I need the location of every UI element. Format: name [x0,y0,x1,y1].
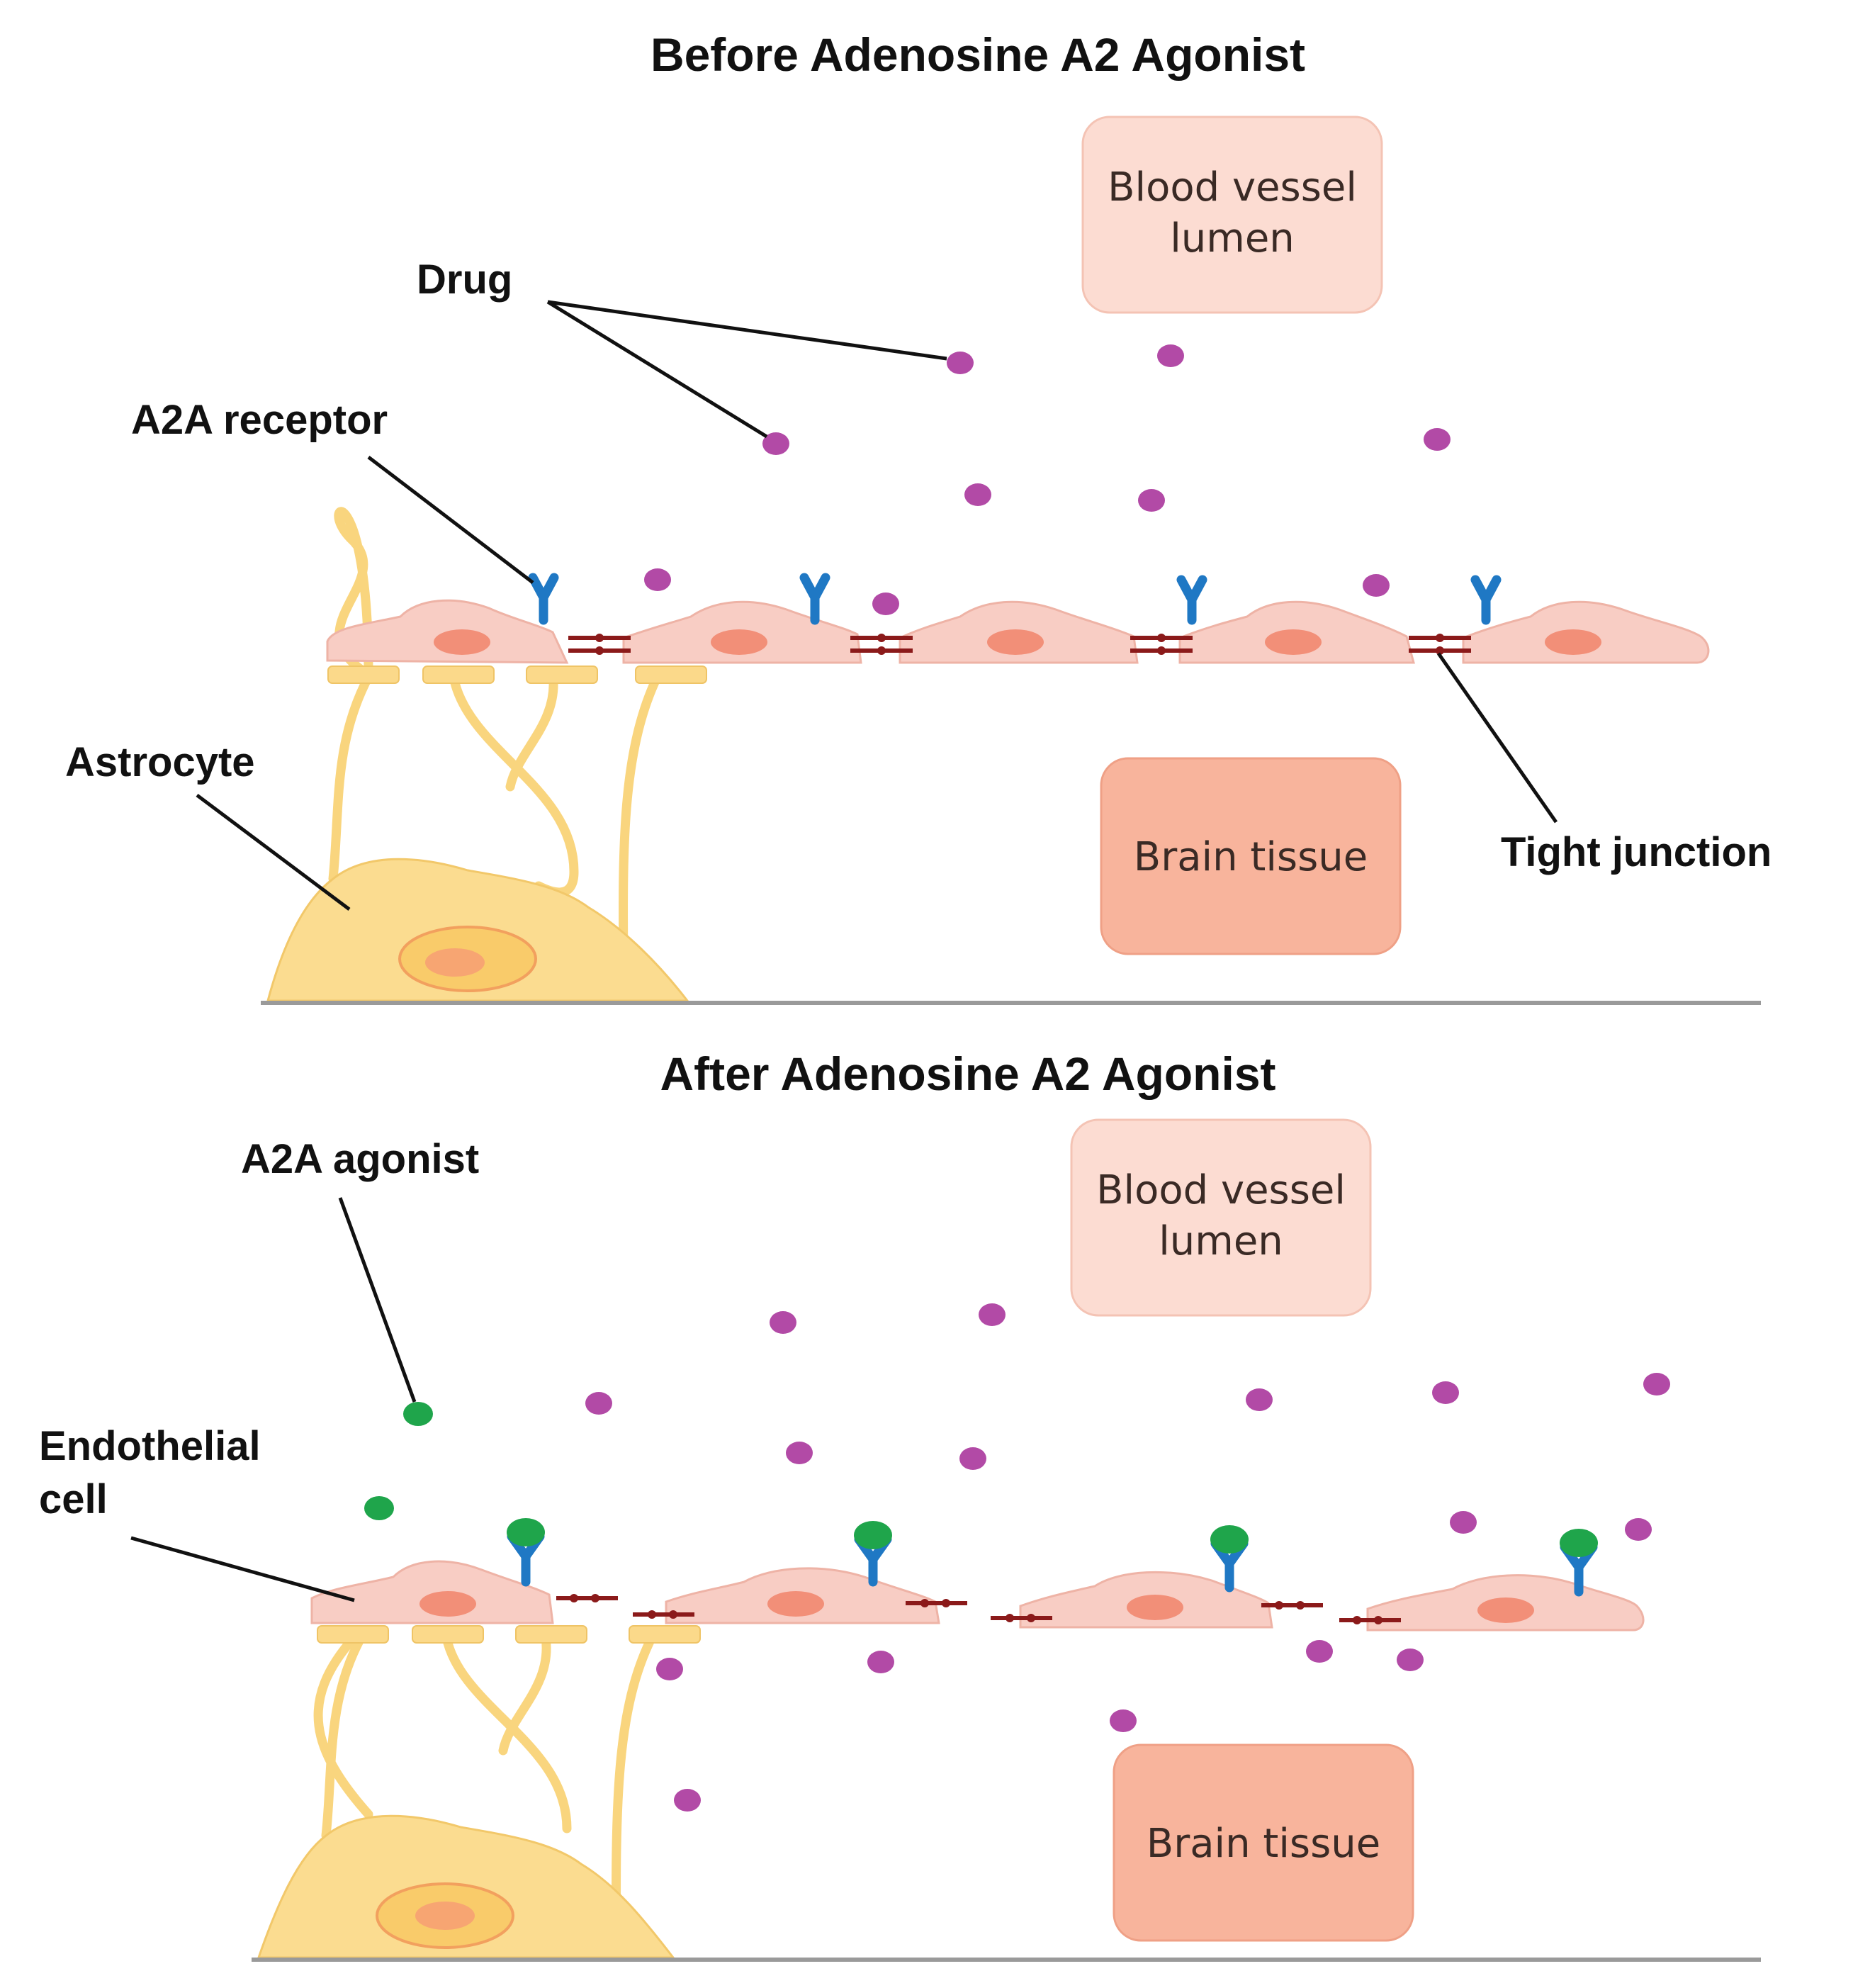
drug-molecule-icon [1432,1381,1459,1404]
bound-receptor-icon [1560,1529,1598,1597]
drug-molecule-icon [979,1303,1006,1326]
drug-molecule-icon [1450,1511,1477,1534]
brain-tissue-label: Brain tissue [1147,1821,1380,1867]
bound-receptor-icon [507,1518,545,1587]
panel-title-after: After Adenosine A2 Agonist [660,1048,1275,1100]
tight-junction [633,1610,694,1619]
drug-molecule-icon [867,1651,894,1673]
leader-line [338,1197,417,1403]
tight-junction [1261,1601,1323,1610]
a2a-receptors-bound-after [507,1518,1598,1597]
drug-molecules-after [585,1303,1670,1812]
tight-junction [556,1594,618,1602]
drug-molecule-icon [1246,1388,1273,1411]
lumen-box-before: Blood vessel lumen [1081,116,1383,314]
agonist-molecules-after [364,1402,433,1520]
drug-molecule-icon [786,1442,813,1464]
bound-receptor-icon [1210,1525,1249,1593]
drug-molecule-icon [770,1311,796,1334]
label-endothelial-line2: cell [39,1476,108,1522]
drug-molecule-icon [644,568,671,591]
tight-junction [568,634,631,655]
drug-molecule-icon [1643,1373,1670,1395]
drug-molecule-icon [762,432,789,455]
tight-junction [906,1599,967,1607]
label-drug: Drug [417,257,512,303]
tight-junction [850,634,913,655]
label-a2a-receptor: A2A receptor [131,397,388,443]
drug-molecule-icon [1424,428,1451,451]
endothelial-cell [310,1560,554,1624]
a2a-receptor-icon [1176,575,1207,625]
label-a2a-agonist: A2A agonist [241,1136,479,1182]
lumen-box-after: Blood vessel lumen [1070,1118,1372,1317]
tight-junctions-before [568,634,1471,655]
brain-tissue-box-before: Brain tissue [1100,757,1402,955]
tight-junction [1130,634,1193,655]
panel-before: Before Adenosine A2 Agonist Blood vessel… [65,28,1772,1005]
drug-molecules-before [644,344,1451,615]
endothelial-layer-after [310,1560,1645,1632]
agonist-molecule-icon [364,1496,394,1520]
endothelial-layer-before [326,599,1710,664]
drug-molecule-icon [1157,344,1184,367]
drug-molecule-icon [1363,574,1390,597]
drug-molecule-icon [674,1789,701,1812]
tight-junction [1409,634,1471,655]
leader-line [130,1536,355,1602]
label-tight-junction: Tight junction [1501,829,1772,875]
drug-molecule-icon [656,1658,683,1680]
drug-molecule-icon [1397,1649,1424,1671]
lumen-label-line1: Blood vessel [1096,1167,1346,1213]
tight-junction [991,1614,1052,1622]
astrocyte-body-after [257,1814,676,1959]
drug-molecule-icon [1306,1640,1333,1663]
agonist-molecule-icon [403,1402,433,1426]
brain-tissue-box-after: Brain tissue [1113,1743,1414,1942]
drug-molecule-icon [585,1392,612,1415]
label-astrocyte: Astrocyte [65,739,255,785]
drug-molecule-icon [1110,1709,1137,1732]
a2a-receptors-before [528,573,1502,625]
leader-line [367,456,534,584]
brain-tissue-label: Brain tissue [1134,834,1368,880]
leader-line [546,300,768,439]
panel-after: After Adenosine A2 Agonist Blood vessel … [39,1048,1761,1962]
drug-molecule-icon [1138,489,1165,512]
drug-molecule-icon [959,1447,986,1470]
drug-molecule-icon [872,593,899,615]
lumen-label-line1: Blood vessel [1108,164,1357,210]
leader-line [1436,652,1558,824]
bound-receptor-icon [854,1521,892,1587]
leader-line [196,793,351,911]
astrocyte-end-feet-after [317,1625,701,1644]
leader-line [547,300,947,361]
tight-junctions-after [556,1594,1401,1624]
drug-molecule-icon [1625,1518,1652,1541]
a2a-receptor-icon [799,573,830,625]
label-endothelial-line1: Endothelial [39,1423,261,1469]
a2a-receptor-icon [528,573,559,625]
lumen-label-line2: lumen [1159,1218,1283,1264]
lumen-label-line2: lumen [1170,215,1295,262]
astrocyte-body-before [266,858,690,1002]
drug-molecule-icon [947,352,974,374]
tight-junction [1339,1616,1401,1624]
panel-title-before: Before Adenosine A2 Agonist [650,28,1305,81]
drug-molecule-icon [964,483,991,506]
a2a-receptor-icon [1470,575,1502,625]
astrocyte-end-feet-before [327,666,707,684]
